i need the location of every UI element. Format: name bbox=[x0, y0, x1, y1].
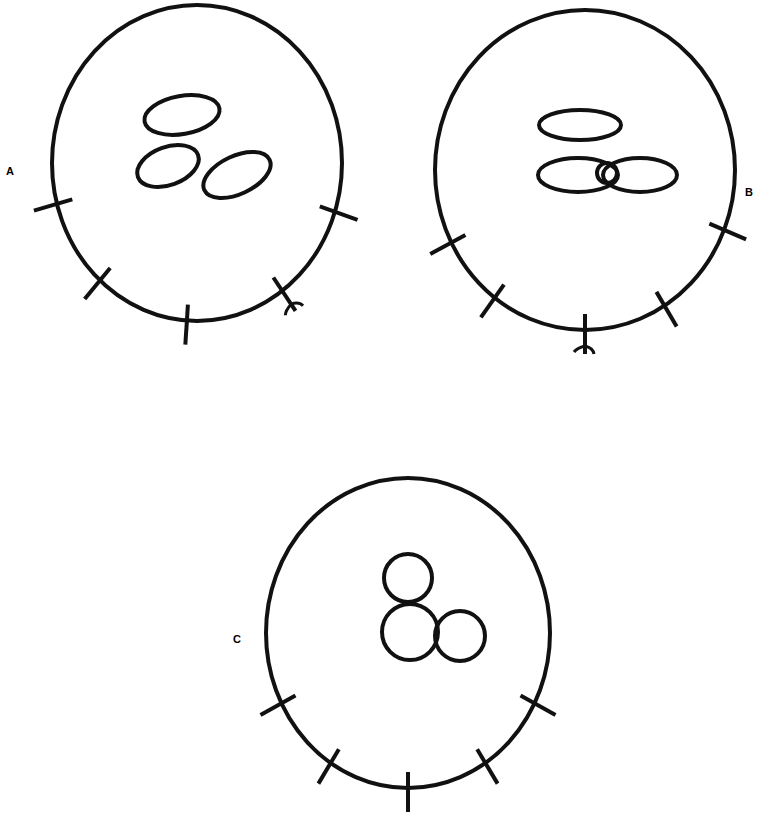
panel-letter: A bbox=[6, 166, 14, 177]
organelle-circle bbox=[597, 163, 617, 183]
cell-figure bbox=[430, 10, 746, 354]
organelle-ellipse bbox=[538, 158, 618, 192]
spine-tick bbox=[656, 292, 676, 327]
cell-figure bbox=[261, 478, 556, 812]
cell-outline bbox=[435, 10, 735, 330]
forked-tip bbox=[285, 303, 303, 315]
spine-tick bbox=[85, 268, 110, 299]
organelle-ellipse bbox=[603, 158, 677, 192]
panel-letter: C bbox=[233, 634, 241, 645]
spine-tick bbox=[261, 696, 296, 715]
organelle-circle bbox=[384, 554, 432, 602]
organelle-ellipse bbox=[141, 90, 222, 141]
organelle-ellipse bbox=[131, 137, 204, 195]
spine-tick bbox=[709, 224, 746, 240]
spine-tick bbox=[583, 314, 587, 354]
spine-tick bbox=[185, 305, 188, 345]
spine-tick bbox=[521, 696, 556, 715]
forked-tip bbox=[574, 346, 594, 354]
spine-tick bbox=[430, 235, 465, 254]
organelle-ellipse bbox=[539, 110, 621, 140]
spine-tick bbox=[34, 199, 72, 210]
cell-outline bbox=[266, 478, 550, 788]
organelle-circle bbox=[435, 611, 485, 661]
organelle-circle bbox=[382, 604, 438, 660]
cell-outline bbox=[52, 5, 342, 321]
spine-tick bbox=[481, 285, 504, 318]
spine-tick bbox=[320, 206, 358, 219]
spine-tick bbox=[318, 749, 338, 783]
spine-tick bbox=[273, 278, 295, 311]
spine-tick bbox=[406, 772, 410, 812]
panel-letter: B bbox=[745, 187, 753, 198]
spine-tick bbox=[477, 749, 497, 783]
cell-figure bbox=[34, 5, 358, 345]
organelle-ellipse bbox=[196, 143, 277, 208]
